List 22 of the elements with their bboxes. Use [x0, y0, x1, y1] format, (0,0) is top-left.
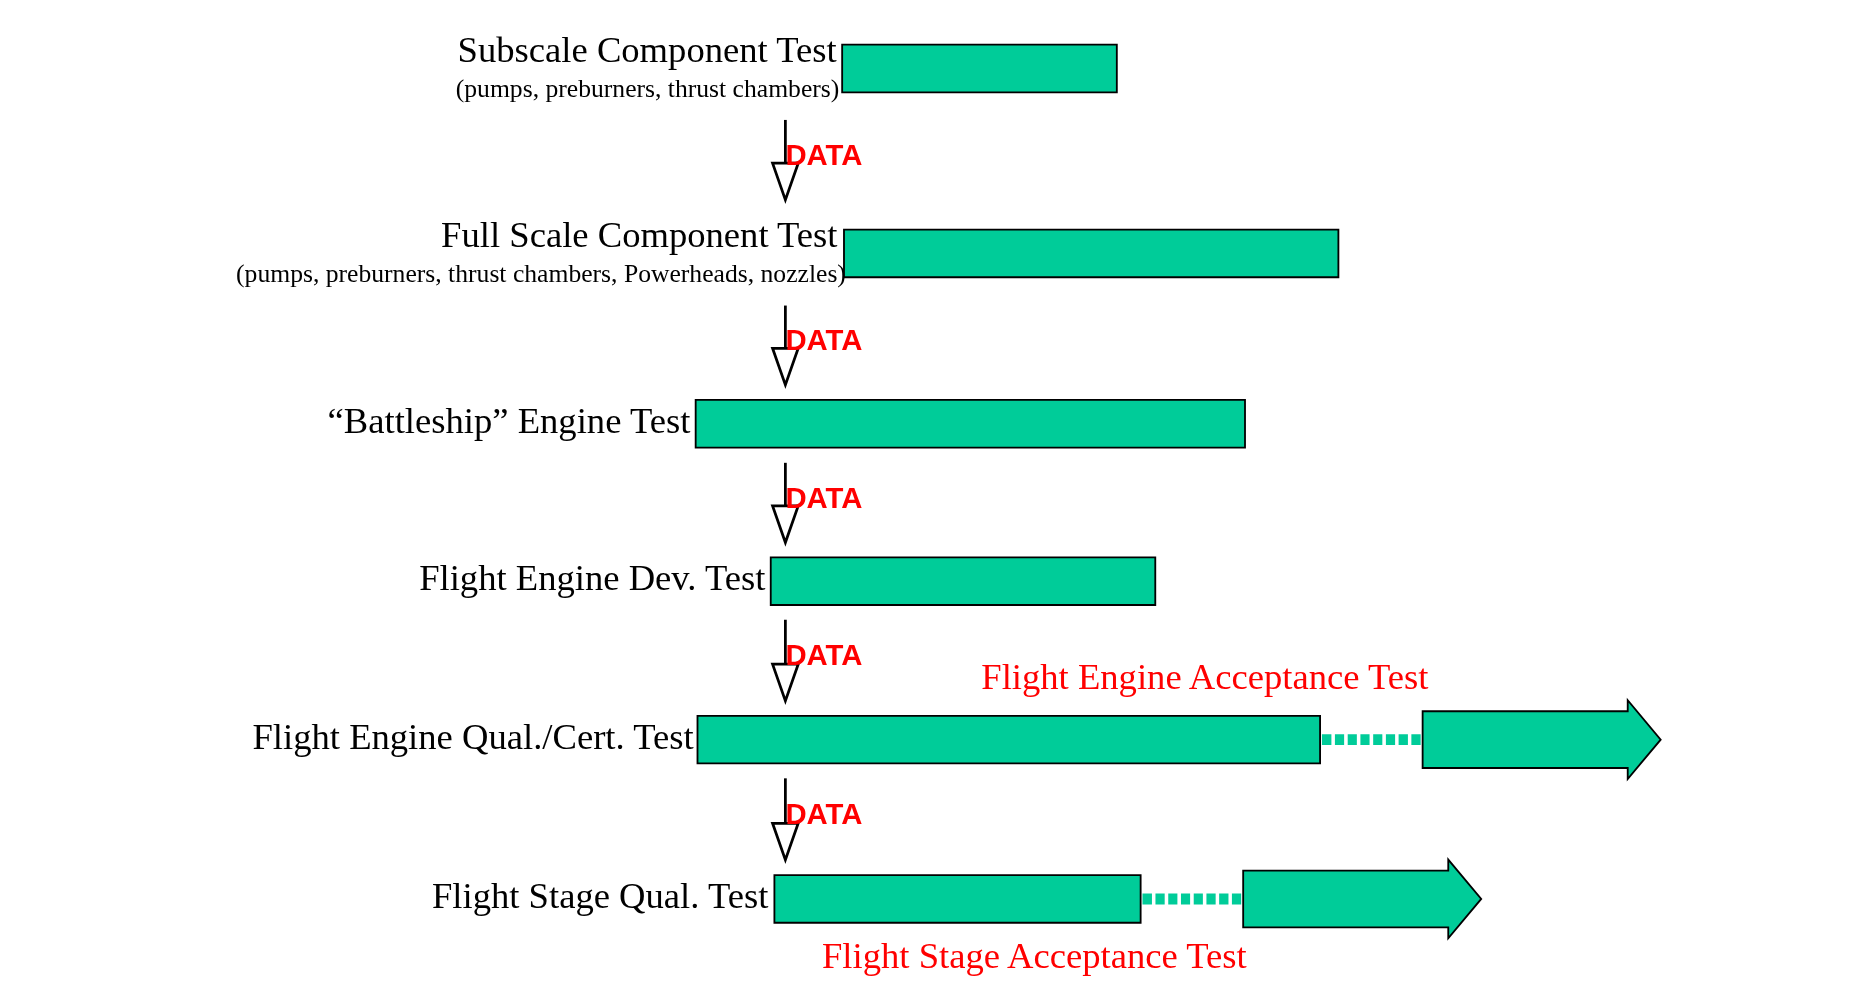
node-label: Flight Engine Qual./Cert. Test: [252, 715, 694, 757]
node-label: (pumps, preburners, thrust chambers, Powerheads, nozzles): [235, 259, 846, 289]
node-label: Flight Stage Qual. Test: [431, 875, 768, 917]
arrow: [770, 619, 800, 706]
arrow: [770, 119, 800, 205]
node-label: Flight Engine Dev. Test: [418, 557, 765, 599]
edge-label: DATA: [784, 480, 862, 514]
edge-label: DATA: [784, 323, 862, 357]
edge-label: DATA: [784, 797, 862, 831]
node-label: Flight Stage Acceptance Test: [821, 934, 1247, 976]
connector: [1141, 893, 1243, 905]
node-label: (pumps, preburners, thrust chambers): [455, 74, 839, 104]
arrow: [770, 305, 800, 390]
node-label: “Battleship” Engine Test: [327, 399, 690, 441]
edge-label: DATA: [784, 638, 862, 672]
arrow: [770, 462, 800, 547]
edge-label: DATA: [784, 138, 862, 172]
arrow: [770, 778, 800, 865]
node-label: Flight Engine Acceptance Test: [980, 656, 1428, 698]
connector: [1321, 734, 1423, 746]
node-label: Subscale Component Test: [457, 29, 837, 71]
node-label: Full Scale Component Test: [440, 214, 838, 256]
